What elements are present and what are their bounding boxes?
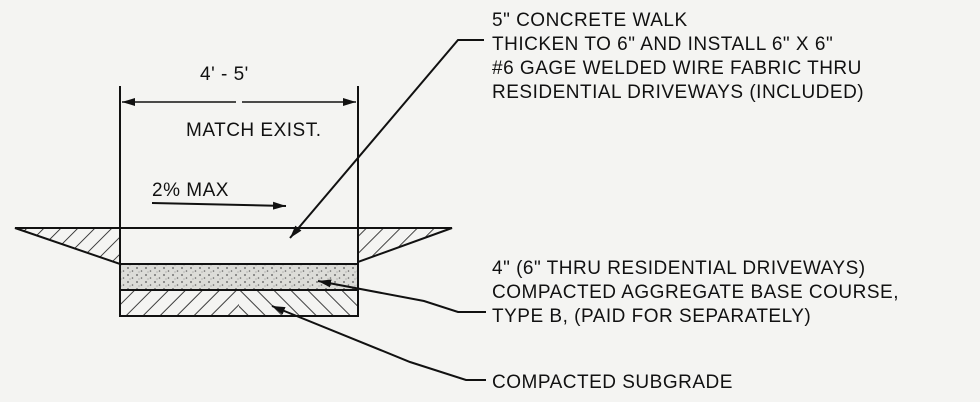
leader-subgrade [271, 305, 486, 381]
callout-subgrade: COMPACTED SUBGRADE [492, 372, 733, 393]
callout-walk-line-1: 5" CONCRETE WALK [492, 10, 688, 31]
callout-base-line-3: TYPE B, (PAID FOR SEPARATELY) [492, 306, 811, 327]
aggregate-base-course [119, 263, 359, 291]
concrete-walk-slab [119, 227, 359, 265]
slope-arrow [151, 201, 287, 210]
compacted-subgrade-layer [119, 289, 359, 317]
ground-embankment-right [357, 227, 453, 264]
dimension-label: 4' - 5' [200, 64, 249, 85]
callout-base-line-2: COMPACTED AGGREGATE BASE COURSE, [492, 282, 899, 303]
leader-walk [289, 39, 484, 239]
leader-base [317, 279, 486, 313]
callout-base-line-1: 4" (6" THRU RESIDENTIAL DRIVEWAYS) [492, 258, 866, 279]
ground-embankment-left [14, 227, 121, 266]
callout-walk-line-2: THICKEN TO 6" AND INSTALL 6" X 6" [492, 34, 833, 55]
slope-note: 2% MAX [152, 180, 229, 201]
match-existing-note: MATCH EXIST. [186, 120, 322, 141]
callout-subgrade-line-1: COMPACTED SUBGRADE [492, 372, 733, 393]
callout-concrete-walk: 5" CONCRETE WALK THICKEN TO 6" AND INSTA… [492, 10, 864, 103]
callout-aggregate-base: 4" (6" THRU RESIDENTIAL DRIVEWAYS) COMPA… [492, 258, 899, 327]
callout-walk-line-4: RESIDENTIAL DRIVEWAYS (INCLUDED) [492, 82, 864, 103]
callout-walk-line-3: #6 GAGE WELDED WIRE FABRIC THRU [492, 58, 862, 79]
